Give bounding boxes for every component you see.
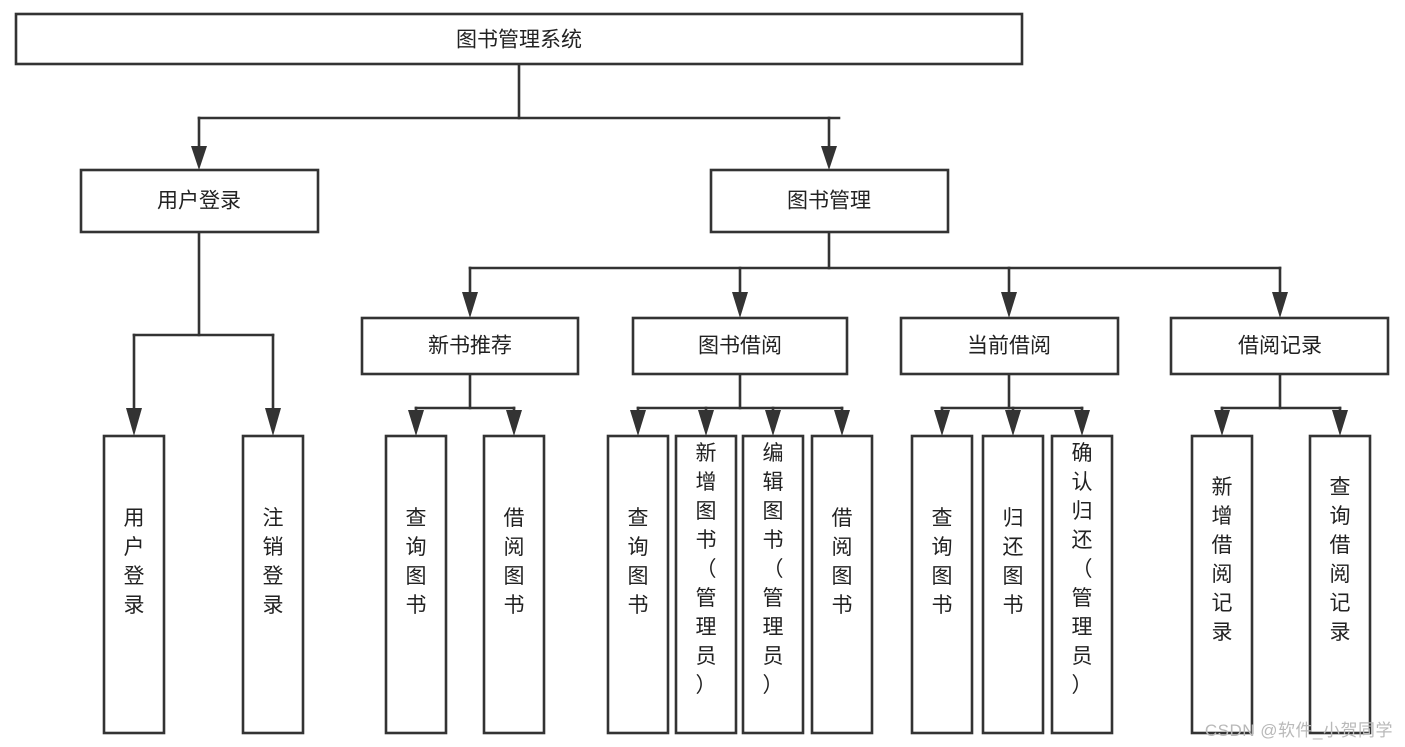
leaf-query-borrow-record-box[interactable] xyxy=(1308,434,1372,735)
leaf-query-book-borrow-box[interactable] xyxy=(606,434,670,735)
node-current-borrow-box[interactable] xyxy=(899,316,1120,376)
arrow-to-new-book-rec xyxy=(462,292,478,318)
arrow-to-leaf-add-record xyxy=(1214,410,1230,436)
leaf-query-book-current-label: 查询图书 xyxy=(932,507,953,617)
leaf-add-book-admin-label: 新增图书（管理员） xyxy=(696,442,717,697)
leaf-query-book-newbook-box[interactable] xyxy=(384,434,448,735)
leaf-borrow-book-newbook-label: 借阅图书 xyxy=(504,507,525,617)
leaf-logout-box[interactable] xyxy=(241,434,305,735)
leaf-query-book-borrow-label: 查询图书 xyxy=(628,507,649,617)
arrow-to-user-login xyxy=(191,146,207,170)
arrow-to-leaf-return-book xyxy=(1005,410,1021,436)
node-root-label: 图书管理系统 xyxy=(456,29,582,52)
arrow-to-leaf-query-book-2 xyxy=(630,410,646,436)
node-user-login-label: 用户登录 xyxy=(157,190,241,213)
node-new-book-recommend[interactable]: 新书推荐 xyxy=(360,316,580,376)
node-user-login[interactable]: 用户登录 xyxy=(79,168,320,234)
leaf-return-book-box[interactable] xyxy=(981,434,1045,735)
leaf-edit-book-admin[interactable]: 编辑图书（管理员） xyxy=(741,434,805,735)
node-root-box[interactable] xyxy=(14,12,1024,66)
node-borrow-record-box[interactable] xyxy=(1169,316,1390,376)
node-book-management[interactable]: 图书管理 xyxy=(709,168,950,234)
leaf-query-book-current-box[interactable] xyxy=(910,434,974,735)
arrow-to-leaf-confirm-return xyxy=(1074,410,1090,436)
leaf-borrow-book-borrow-box[interactable] xyxy=(810,434,874,735)
arrow-to-leaf-query-record xyxy=(1332,410,1348,436)
leaf-add-borrow-record-box[interactable] xyxy=(1190,434,1254,735)
arrow-to-leaf-query-book-3 xyxy=(934,410,950,436)
leaf-confirm-return-admin-box[interactable] xyxy=(1050,434,1114,735)
leaf-query-book-newbook[interactable]: 查询图书 xyxy=(384,434,448,735)
node-book-borrow[interactable]: 图书借阅 xyxy=(631,316,849,376)
node-book-management-box[interactable] xyxy=(709,168,950,234)
arrow-to-leaf-edit-book xyxy=(765,410,781,436)
leaf-confirm-return-admin[interactable]: 确认归还（管理员） xyxy=(1050,434,1114,735)
arrow-to-leaf-query-book-1 xyxy=(408,410,424,436)
leaf-add-borrow-record-label: 新增借阅记录 xyxy=(1212,476,1233,644)
node-borrow-record[interactable]: 借阅记录 xyxy=(1169,316,1390,376)
leaf-return-book-label: 归还图书 xyxy=(1003,507,1024,617)
node-new-book-recommend-box[interactable] xyxy=(360,316,580,376)
leaf-query-borrow-record[interactable]: 查询借阅记录 xyxy=(1308,434,1372,735)
node-current-borrow[interactable]: 当前借阅 xyxy=(899,316,1120,376)
leaf-add-book-admin[interactable]: 新增图书（管理员） xyxy=(674,434,738,735)
leaf-borrow-book-newbook[interactable]: 借阅图书 xyxy=(482,434,546,735)
leaf-borrow-book-borrow-label: 借阅图书 xyxy=(832,507,853,617)
arrow-to-leaf-borrow-book-2 xyxy=(834,410,850,436)
leaf-add-borrow-record[interactable]: 新增借阅记录 xyxy=(1190,434,1254,735)
leaf-query-borrow-record-label: 查询借阅记录 xyxy=(1330,476,1351,644)
node-book-borrow-label: 图书借阅 xyxy=(698,335,782,358)
node-book-management-label: 图书管理 xyxy=(787,190,871,213)
node-borrow-record-label: 借阅记录 xyxy=(1238,335,1322,358)
node-new-book-recommend-label: 新书推荐 xyxy=(428,335,512,358)
arrow-to-borrow-record xyxy=(1272,292,1288,318)
leaf-logout-label: 注销登录 xyxy=(263,507,284,617)
node-root[interactable]: 图书管理系统 xyxy=(14,12,1024,66)
arrow-to-book-borrow xyxy=(732,292,748,318)
leaf-logout[interactable]: 注销登录 xyxy=(241,434,305,735)
arrow-to-leaf-user-login xyxy=(126,408,142,436)
arrow-to-current-borrow xyxy=(1001,292,1017,318)
leaf-borrow-book-newbook-box[interactable] xyxy=(482,434,546,735)
edge-layer xyxy=(126,62,1348,436)
leaf-return-book[interactable]: 归还图书 xyxy=(981,434,1045,735)
leaf-add-book-admin-box[interactable] xyxy=(674,434,738,735)
leaf-query-book-newbook-label: 查询图书 xyxy=(406,507,427,617)
leaf-confirm-return-admin-label: 确认归还（管理员） xyxy=(1072,442,1093,697)
leaf-borrow-book-borrow[interactable]: 借阅图书 xyxy=(810,434,874,735)
arrow-to-leaf-borrow-book-1 xyxy=(506,410,522,436)
node-user-login-box[interactable] xyxy=(79,168,320,234)
leaf-edit-book-admin-label: 编辑图书（管理员） xyxy=(763,442,784,697)
leaf-user-login[interactable]: 用户登录 xyxy=(102,434,166,735)
leaf-user-login-label: 用户登录 xyxy=(124,507,145,617)
node-current-borrow-label: 当前借阅 xyxy=(967,335,1051,358)
leaf-edit-book-admin-box[interactable] xyxy=(741,434,805,735)
arrow-to-leaf-add-book xyxy=(698,410,714,436)
leaf-query-book-borrow[interactable]: 查询图书 xyxy=(606,434,670,735)
leaf-user-login-box[interactable] xyxy=(102,434,166,735)
arrow-to-leaf-logout xyxy=(265,408,281,436)
arrow-to-book-mgmt xyxy=(821,146,837,170)
leaf-query-book-current[interactable]: 查询图书 xyxy=(910,434,974,735)
node-book-borrow-box[interactable] xyxy=(631,316,849,376)
